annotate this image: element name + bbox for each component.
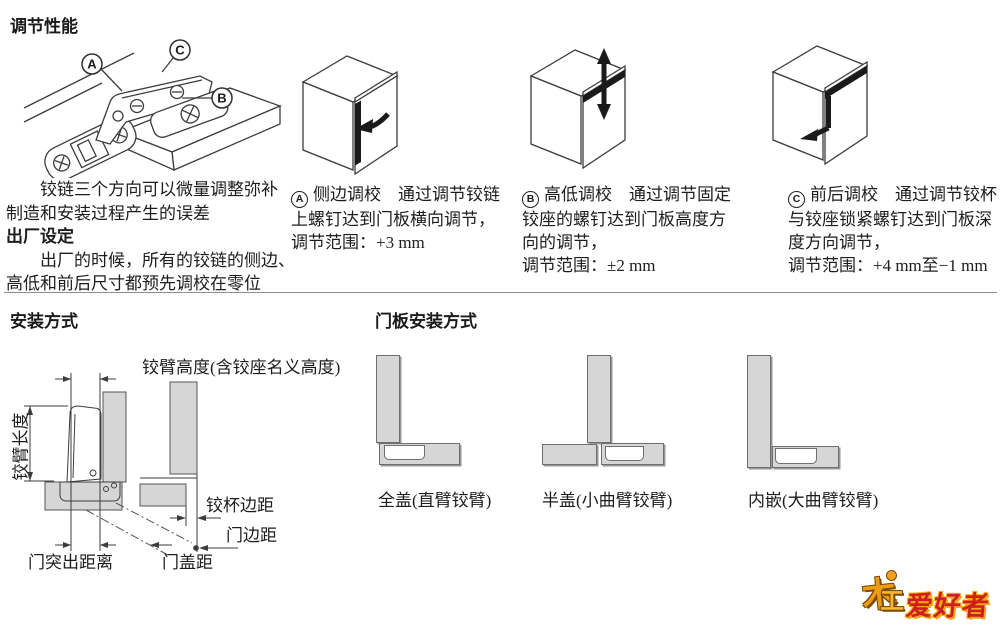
callout-b-circle bbox=[211, 87, 233, 109]
callout-badge-c: C bbox=[788, 190, 805, 208]
cabinet-diagram-height-adjust bbox=[529, 48, 627, 170]
note-b-line2: 铰座的螺钉达到门板高度方 bbox=[522, 209, 726, 229]
half-overlay-side-panel bbox=[587, 355, 611, 443]
hinge-illustration: A C B bbox=[23, 39, 282, 178]
adjustment-note-b: B 高低调校 通过调节固定 铰座的螺钉达到门板高度方 向的调节， 调节范围：±2 … bbox=[522, 183, 760, 277]
section-title-door-install-method: 门板安装方式 bbox=[375, 312, 477, 331]
label-inset: 内嵌(大曲臂铰臂) bbox=[748, 491, 879, 510]
adjust-strip-side bbox=[355, 100, 361, 166]
callout-a-letter: A bbox=[87, 57, 97, 72]
hinge-cup-bore bbox=[59, 481, 121, 502]
side-panel-section-2 bbox=[169, 381, 198, 475]
hinge-dimension-diagram bbox=[24, 373, 238, 556]
callout-a-circle bbox=[81, 53, 103, 75]
note-c-line4: 调节范围：+4 mm至−1 mm bbox=[788, 255, 988, 275]
door-section bbox=[44, 481, 123, 511]
inset-cup-notch bbox=[775, 448, 817, 464]
note-c-line1: 前后调校 通过调节铰杯 bbox=[810, 185, 997, 204]
intro-paragraph: 铰链三个方向可以微量调整弥补 制造和安装过程产生的误差 出厂设定 出厂的时候，所… bbox=[6, 178, 298, 296]
callout-b-letter: B bbox=[217, 91, 226, 106]
intro-line: 制造和安装过程产生的误差 bbox=[6, 203, 210, 223]
logo-name-text: 爱好者 bbox=[904, 591, 992, 621]
note-b-line3: 向的调节， bbox=[522, 232, 607, 252]
side-adjust-arrow bbox=[355, 119, 373, 133]
callout-badge-a: A bbox=[291, 190, 308, 208]
section-divider bbox=[4, 292, 997, 293]
note-a-line3: 调节范围：+3 mm bbox=[291, 232, 425, 252]
door-section-2 bbox=[139, 483, 187, 507]
intro-line: 出厂的时候，所有的铰链的侧边、 bbox=[40, 250, 295, 270]
label-arm-height: 铰臂高度(含铰座名义高度) bbox=[142, 358, 341, 377]
watermark-logo: 木 工 爱好者 bbox=[860, 570, 997, 622]
note-c-line2: 与铰座锁紧螺钉达到门板深 bbox=[788, 209, 992, 229]
depth-adjust-arrow bbox=[800, 129, 818, 141]
height-adjust-arrow-down bbox=[597, 104, 611, 120]
note-a-line2: 上螺钉达到门板横向调节， bbox=[291, 209, 495, 229]
note-b-line1: 高低调校 通过调节固定 bbox=[544, 185, 731, 204]
adjust-strip-depth bbox=[825, 66, 867, 99]
label-door-overlay: 门盖距 bbox=[162, 553, 213, 572]
full-overlay-side-panel bbox=[376, 355, 400, 443]
side-panel-section bbox=[102, 391, 127, 483]
label-full-overlay: 全盖(直臂铰臂) bbox=[378, 491, 492, 510]
label-cup-edge: 铰杯边距 bbox=[206, 496, 274, 515]
label-door-edge: 门边距 bbox=[226, 526, 277, 545]
half-overlay-cup-notch bbox=[605, 446, 644, 461]
height-adjust-arrow-up bbox=[597, 48, 611, 64]
hinge-arm-section bbox=[66, 405, 102, 483]
callout-c-circle bbox=[169, 39, 191, 61]
adjustment-note-c: C 前后调校 通过调节铰杯 与铰座锁紧螺钉达到门板深 度方向调节， 调节范围：+4… bbox=[788, 183, 1001, 277]
section-title-install-method: 安装方式 bbox=[10, 312, 78, 331]
factory-setting-subhead: 出厂设定 bbox=[6, 227, 74, 246]
inset-side-panel bbox=[747, 355, 771, 468]
intro-line: 铰链三个方向可以微量调整弥补 bbox=[40, 180, 278, 199]
logo-figure-icon bbox=[886, 570, 897, 581]
half-overlay-left-door bbox=[542, 444, 597, 465]
intro-line: 高低和前后尺寸都预先调校在零位 bbox=[6, 274, 261, 293]
label-arm-length: 铰臂长度 bbox=[11, 412, 31, 481]
logo-char-gong: 工 bbox=[880, 588, 904, 615]
adjustment-note-a: A 侧边调校 通过调节铰链 上螺钉达到门板横向调节， 调节范围：+3 mm bbox=[291, 183, 523, 254]
callout-c-letter: C bbox=[175, 43, 185, 58]
note-b-line4: 调节范围：±2 mm bbox=[522, 255, 656, 275]
cabinet-diagram-depth-adjust bbox=[771, 45, 869, 166]
hinge-base-plate bbox=[150, 90, 229, 138]
callout-badge-b: B bbox=[522, 190, 539, 208]
label-half-overlay: 半盖(小曲臂铰臂) bbox=[542, 491, 673, 510]
note-a-line1: 侧边调校 通过调节铰链 bbox=[313, 185, 500, 204]
full-overlay-cup-notch bbox=[384, 445, 425, 460]
section-title-adjust-performance: 调节性能 bbox=[10, 17, 78, 36]
note-c-line3: 度方向调节， bbox=[788, 232, 890, 252]
cabinet-diagram-side-adjust bbox=[301, 55, 399, 176]
label-door-protrusion: 门突出距离 bbox=[28, 553, 113, 572]
